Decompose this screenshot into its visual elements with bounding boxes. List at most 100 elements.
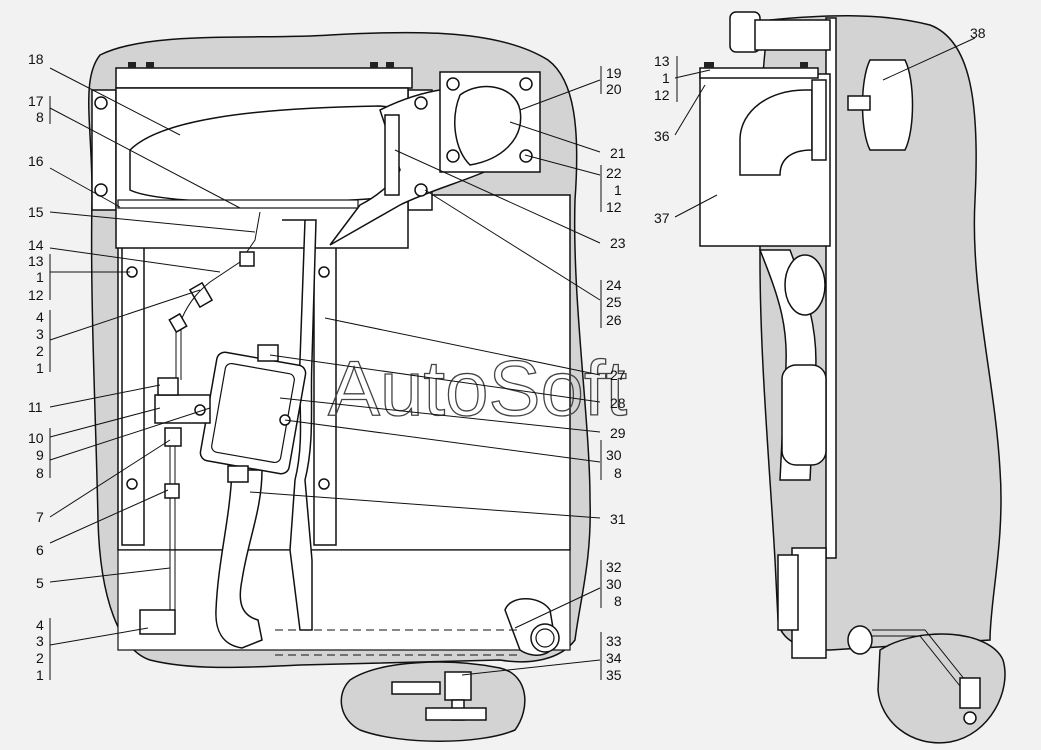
label-19: 19 — [606, 65, 622, 81]
label-8: 8 — [36, 109, 44, 125]
fuel-line-left — [169, 440, 176, 620]
side-valve — [959, 677, 981, 709]
label-10: 10 — [28, 430, 44, 446]
label-26: 26 — [606, 312, 622, 328]
drain-valve-body — [425, 707, 487, 721]
left-bracket — [121, 239, 145, 546]
label-7: 7 — [36, 509, 44, 525]
label-2: 2 — [36, 343, 44, 359]
side-tank — [825, 17, 837, 559]
label-30: 30 — [606, 447, 622, 463]
filter-clamp-top — [257, 344, 279, 362]
mount-hole — [318, 266, 330, 278]
label-29: 29 — [610, 425, 626, 441]
lamp — [861, 59, 914, 151]
label-32: 32 — [606, 559, 622, 575]
label-38: 38 — [970, 25, 986, 41]
label-16: 16 — [28, 153, 44, 169]
label-27: 27 — [610, 367, 626, 383]
mount-hole — [414, 96, 428, 110]
label-11: 11 — [28, 399, 43, 415]
label-31: 31 — [610, 511, 626, 527]
mount-hole — [126, 478, 138, 490]
mount-hole — [94, 96, 108, 110]
label-36: 36 — [654, 128, 670, 144]
label-5: 5 — [36, 575, 44, 591]
label-37: 37 — [654, 210, 670, 226]
side-filter-cap — [784, 254, 826, 316]
top-handle-bar — [754, 19, 831, 51]
drain-hose — [215, 469, 263, 649]
fitting — [188, 281, 214, 309]
side-valve-port — [963, 711, 977, 725]
label-3: 3 — [36, 326, 44, 342]
label-25: 25 — [606, 294, 622, 310]
flange-bolt-tl — [446, 77, 460, 91]
flange-bolt-br — [519, 149, 533, 163]
lamp-mount — [847, 95, 871, 111]
label-30: 30 — [606, 576, 622, 592]
bolt — [704, 62, 714, 68]
label-12: 12 — [654, 87, 670, 103]
label-20: 20 — [606, 81, 622, 97]
bolt — [800, 62, 808, 68]
label-9: 9 — [36, 447, 44, 463]
label-17: 17 — [28, 93, 44, 109]
drain-valve-left — [391, 681, 441, 695]
flange-bolt-tr — [519, 77, 533, 91]
watermark: AutoSoft — [328, 344, 628, 432]
fuel-line-bend — [181, 211, 261, 319]
fitting — [239, 251, 255, 267]
label-6: 6 — [36, 542, 44, 558]
bolt — [146, 62, 154, 68]
mount-hole — [414, 183, 428, 197]
fitting — [164, 483, 180, 499]
label-1: 1 — [662, 70, 670, 86]
side-base-block — [777, 554, 799, 631]
valve-top — [157, 377, 179, 396]
bolt — [370, 62, 378, 68]
label-12: 12 — [28, 287, 44, 303]
tank-lower — [117, 549, 571, 651]
mount-hole — [318, 478, 330, 490]
label-24: 24 — [606, 277, 622, 293]
label-2: 2 — [36, 650, 44, 666]
label-brackets — [49, 56, 678, 680]
label-1: 1 — [614, 182, 622, 198]
label-18: 18 — [28, 51, 44, 67]
clamp — [384, 114, 400, 196]
filter-clamp-bottom — [227, 465, 249, 483]
label-23: 23 — [610, 235, 626, 251]
fitting — [168, 312, 188, 334]
tank-panel — [117, 194, 571, 551]
label-35: 35 — [606, 667, 622, 683]
flange-pipe — [454, 85, 522, 166]
bolt — [128, 62, 136, 68]
top-rail — [115, 67, 413, 89]
label-4: 4 — [36, 309, 44, 325]
bottom-fitting-background — [340, 661, 526, 742]
bolt — [386, 62, 394, 68]
label-1: 1 — [36, 269, 44, 285]
side-elbow-fitting — [847, 625, 873, 655]
side-filter — [781, 364, 827, 466]
flange-bolt-bl — [446, 149, 460, 163]
fitting — [164, 427, 182, 447]
label-21: 21 — [610, 145, 626, 161]
label-8: 8 — [36, 465, 44, 481]
callout-labels: 18 17 8 16 15 14 13 1 12 4 3 2 1 11 10 9… — [28, 25, 986, 683]
tank-fitting — [139, 609, 176, 635]
label-28: 28 — [610, 395, 626, 411]
drain-valve — [444, 671, 472, 701]
label-12: 12 — [606, 199, 622, 215]
label-8: 8 — [614, 593, 622, 609]
label-34: 34 — [606, 650, 622, 666]
side-panel-top — [699, 67, 819, 79]
label-22: 22 — [606, 165, 622, 181]
label-13: 13 — [654, 53, 670, 69]
label-33: 33 — [606, 633, 622, 649]
label-8: 8 — [614, 465, 622, 481]
side-bracket — [811, 79, 827, 161]
label-4: 4 — [36, 617, 44, 633]
